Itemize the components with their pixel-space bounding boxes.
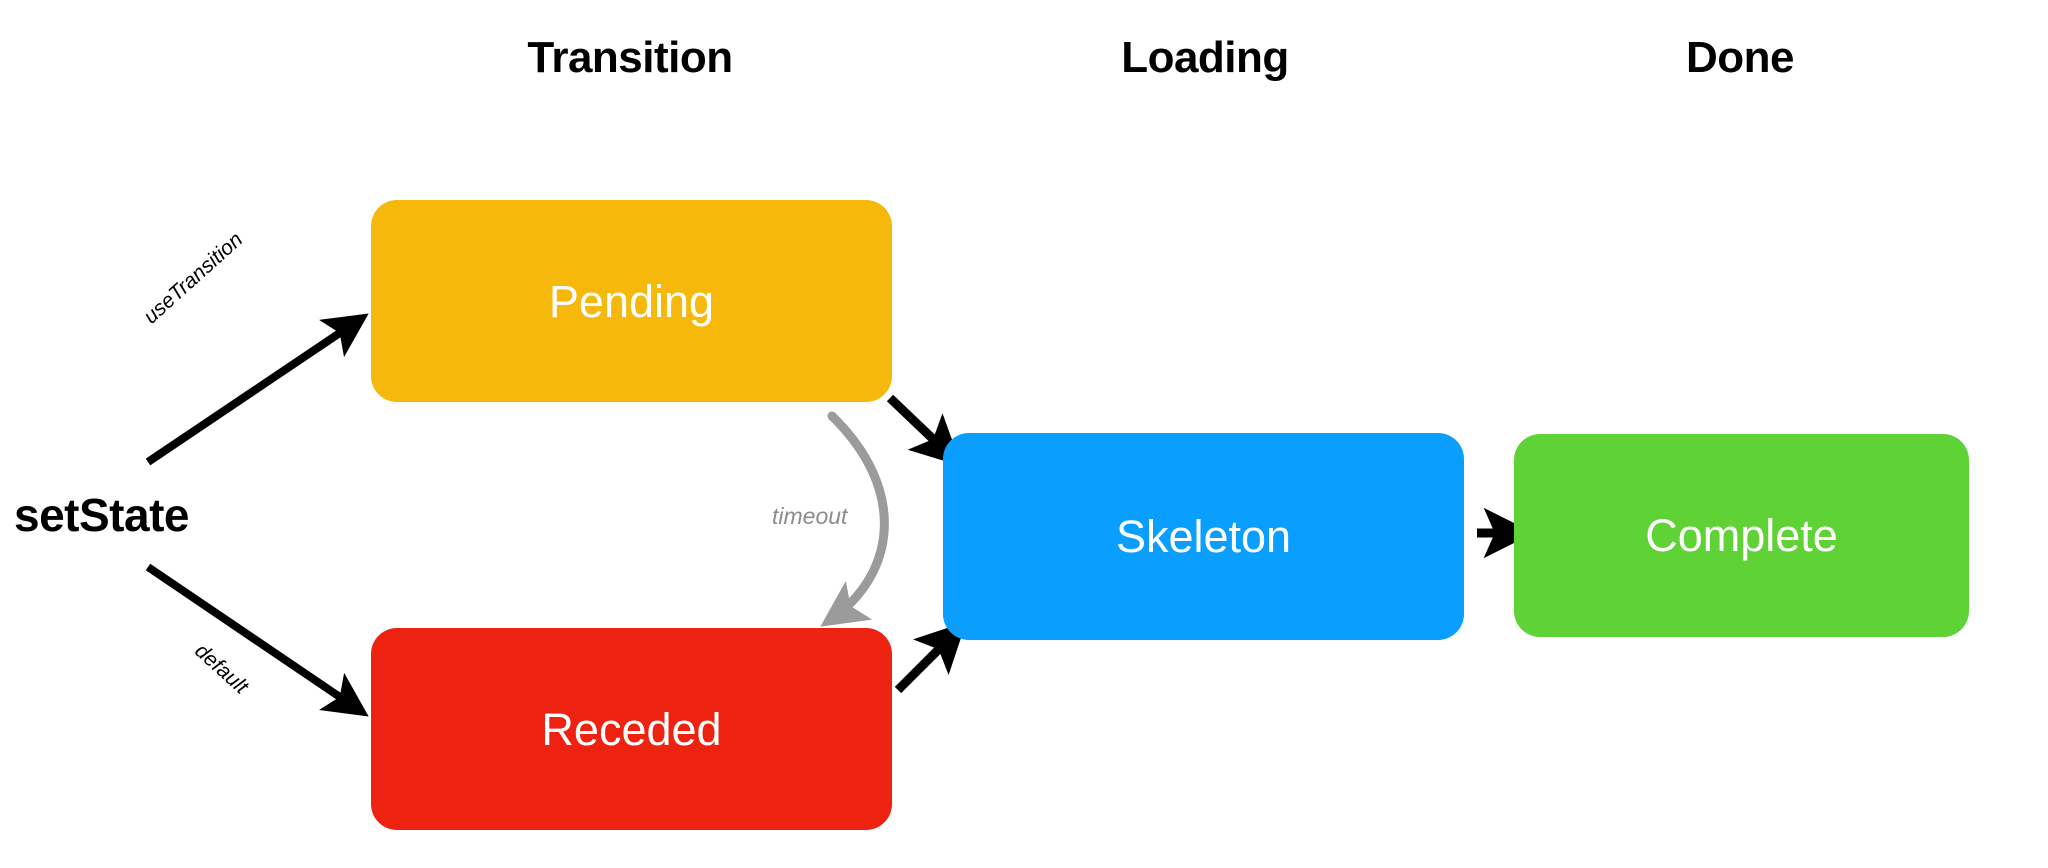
column-header-done: Done [1686,33,1795,82]
state-node-receded-label: Receded [541,703,722,755]
state-node-pending[interactable]: Pending [371,200,892,402]
column-header-loading: Loading [1121,33,1289,82]
state-node-pending-label: Pending [548,275,715,327]
origin-label-setstate: setState [14,489,189,541]
column-header-transition: Transition [527,33,733,82]
state-node-complete[interactable]: Complete [1514,434,1969,637]
state-node-skeleton[interactable]: Skeleton [943,433,1464,640]
edge-label-usetransition: useTransition [139,227,248,329]
state-node-skeleton-label: Skeleton [1115,511,1292,562]
edge-setstate-receded [145,563,369,717]
edge-label-default: default [190,639,253,699]
edge-receded-skeleton [894,621,967,694]
edge-setstate-pending [145,313,369,466]
state-node-receded[interactable]: Receded [371,628,892,830]
edge-label-timeout: timeout [772,503,848,529]
state-node-complete-label: Complete [1645,510,1838,561]
